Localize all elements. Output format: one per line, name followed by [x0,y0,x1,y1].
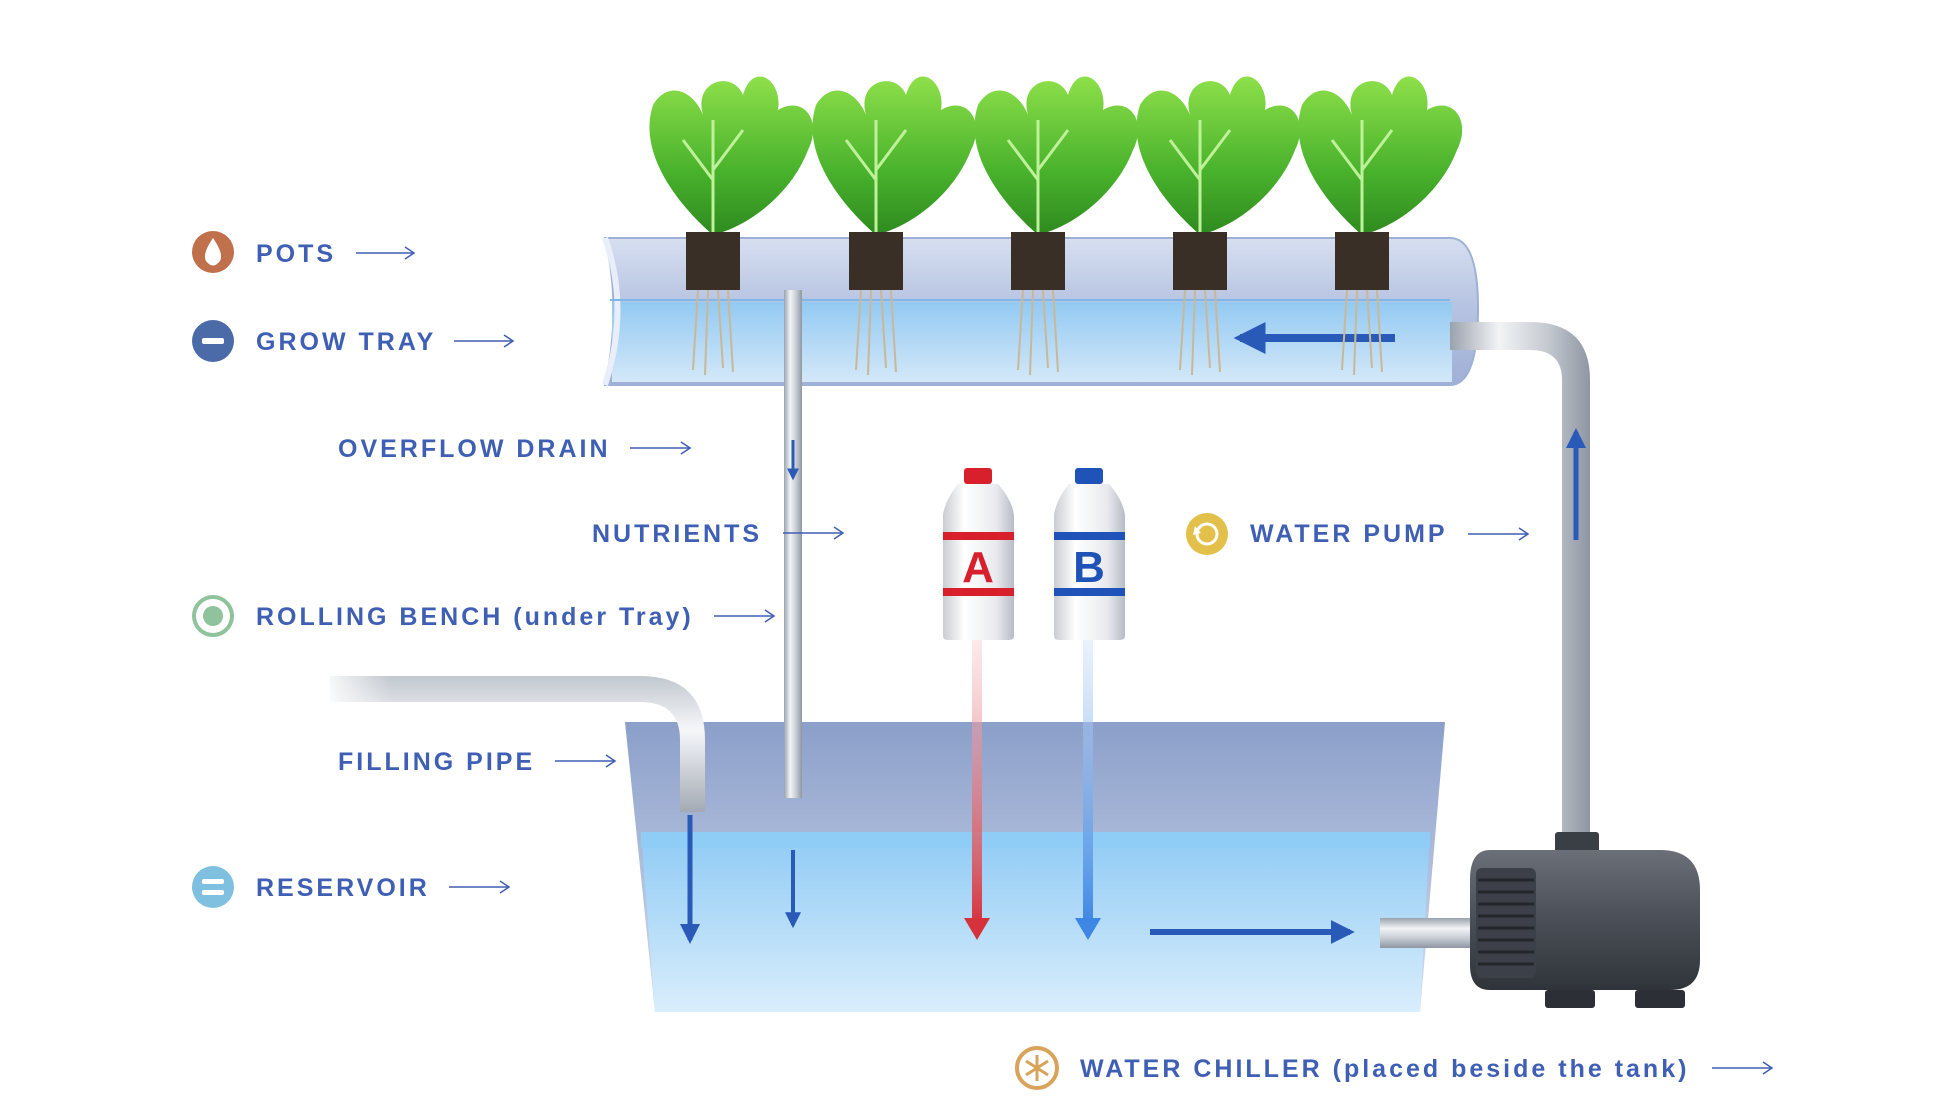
arrow-right-icon [1712,1061,1774,1075]
reservoir-label: RESERVOIR [256,874,430,902]
snowflake-icon [1015,1046,1059,1090]
plant-pot [812,76,977,376]
pots-callout: POTS [192,231,416,273]
bottle-a-label: A [962,543,994,592]
plant-pot [1298,76,1463,376]
overflow-drain-callout: OVERFLOW DRAIN [338,435,692,463]
equals-circle-icon [192,866,234,908]
rolling-bench-callout: ROLLING BENCH (under Tray) [192,595,776,637]
nutrient-a-stream [972,640,982,925]
arrow-right-icon [714,609,776,623]
reservoir-tank [625,722,1445,1012]
overflow-drain-pipe [784,290,802,929]
water-pump-callout: WATER PUMP [1186,513,1530,555]
plant-pot [1136,76,1301,376]
arrow-right-icon [783,526,845,540]
grow-tray-callout: GROW TRAY [192,320,515,362]
pots [649,76,1463,376]
nutrient-bottle-b: B [1054,468,1125,640]
bottle-b-label: B [1073,543,1105,592]
nutrients-label: NUTRIENTS [592,520,762,548]
arrow-right-icon [1468,527,1530,541]
rotate-circle-icon [1186,513,1228,555]
water-drop-icon [192,231,234,273]
arrow-right-icon [630,441,692,455]
nutrient-bottle-a: A [943,468,1014,640]
grow-tray-label: GROW TRAY [256,328,436,356]
water-chiller-callout: WATER CHILLER (placed beside the tank) [1015,1046,1774,1090]
arrow-right-icon [454,334,515,348]
nutrient-b-stream [1083,640,1093,925]
minus-circle-icon [192,320,234,362]
water-pump [1150,832,1700,1008]
nutrients-callout: NUTRIENTS [592,520,845,548]
water-pump-pipe [1450,322,1590,835]
reservoir-callout: RESERVOIR [192,866,511,908]
rolling-bench-label: ROLLING BENCH (under Tray) [256,603,694,631]
pots-label: POTS [256,240,336,268]
filling-pipe-callout: FILLING PIPE [338,748,617,776]
arrow-right-icon [555,754,617,768]
filling-pipe [320,672,705,944]
arrow-right-icon [449,880,511,894]
filling-pipe-label: FILLING PIPE [338,748,535,776]
overflow-drain-label: OVERFLOW DRAIN [338,435,611,463]
plant-pot [649,76,814,376]
water-chiller-label: WATER CHILLER (placed beside the tank) [1080,1055,1689,1083]
arrow-right-icon [356,246,416,260]
target-circle-icon [192,595,234,637]
plant-pot [974,76,1139,376]
water-pump-label: WATER PUMP [1250,520,1448,548]
